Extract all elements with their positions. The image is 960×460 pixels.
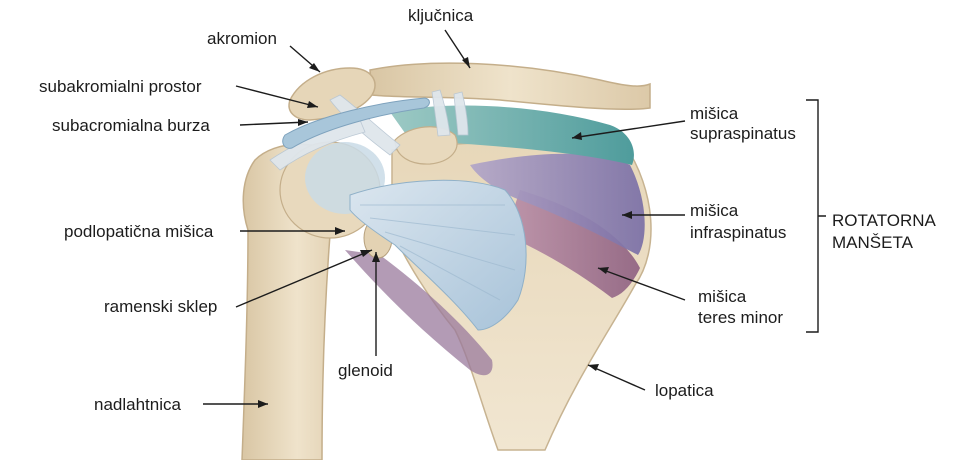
label-infraspinatus-line1: mišica: [690, 201, 739, 220]
label-subakromialni-prostor: subakromialni prostor: [39, 77, 202, 96]
supraspinatus-muscle: [390, 105, 634, 165]
lower-muscle-band: [345, 250, 493, 376]
label-ramenski-sklep: ramenski sklep: [104, 297, 217, 316]
label-nadlahtnica: nadlahtnica: [94, 395, 182, 414]
label-infraspinatus-line2: infraspinatus: [690, 223, 786, 242]
label-glenoid: glenoid: [338, 361, 393, 380]
label-subacromialna-burza: subacromialna burza: [52, 116, 210, 135]
label-rotator-cuff-line2: MANŠETA: [832, 233, 914, 252]
label-supraspinatus-line1: mišica: [690, 104, 739, 123]
subscapularis-fibers: [360, 204, 516, 301]
label-teres-minor-line1: mišica: [698, 287, 747, 306]
subacromial-bursa: [282, 97, 430, 149]
arrowheads: [258, 57, 632, 408]
infraspinatus-muscle: [470, 153, 645, 255]
label-podlopaticna-misica: podlopatična mišica: [64, 222, 214, 241]
clavicle-bone: [369, 62, 651, 111]
label-kljucnica: ključnica: [408, 6, 474, 25]
label-lopatica: lopatica: [655, 381, 714, 400]
label-teres-minor-line2: teres minor: [698, 308, 783, 327]
label-rotator-cuff-line1: ROTATORNA: [832, 211, 937, 230]
label-supraspinatus-line2: supraspinatus: [690, 124, 796, 143]
rotator-cuff-bracket: [806, 99, 826, 333]
subscapularis-muscle: [349, 179, 527, 331]
label-akromion: akromion: [207, 29, 277, 48]
